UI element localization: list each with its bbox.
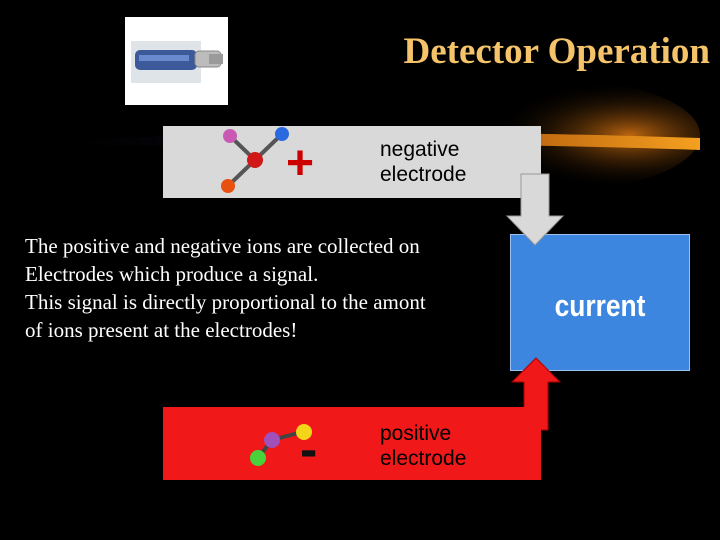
detector-tube-image <box>131 41 223 83</box>
positive-electrode-label: positive electrode <box>380 421 466 471</box>
negative-electrode-label: negative electrode <box>380 137 466 187</box>
explanation-line3: This signal is directly proportional to … <box>25 290 426 314</box>
down-arrow-icon <box>505 173 565 246</box>
minus-sign: - <box>300 421 318 479</box>
detector-photo <box>125 17 228 105</box>
explanation-line2: Electrodes which produce a signal. <box>25 262 319 286</box>
ion-molecule-icon <box>250 424 312 466</box>
positive-electrode-line2: electrode <box>380 447 467 470</box>
negative-electrode-line2: electrode <box>380 163 467 186</box>
positive-electrode-box <box>163 407 541 480</box>
positive-electrode-line1: positive <box>380 422 452 445</box>
explanation-text: The positive and negative ions are colle… <box>25 232 505 344</box>
ion-molecule-icon <box>221 127 289 193</box>
slide-title: Detector Operation <box>403 31 710 72</box>
plus-sign: + <box>286 137 315 190</box>
current-box <box>510 234 690 371</box>
explanation-line1: The positive and negative ions are colle… <box>25 234 420 258</box>
current-label: current <box>554 288 646 323</box>
negative-electrode-line1: negative <box>380 138 460 161</box>
explanation-line4: of ions present at the electrodes! <box>25 318 298 342</box>
